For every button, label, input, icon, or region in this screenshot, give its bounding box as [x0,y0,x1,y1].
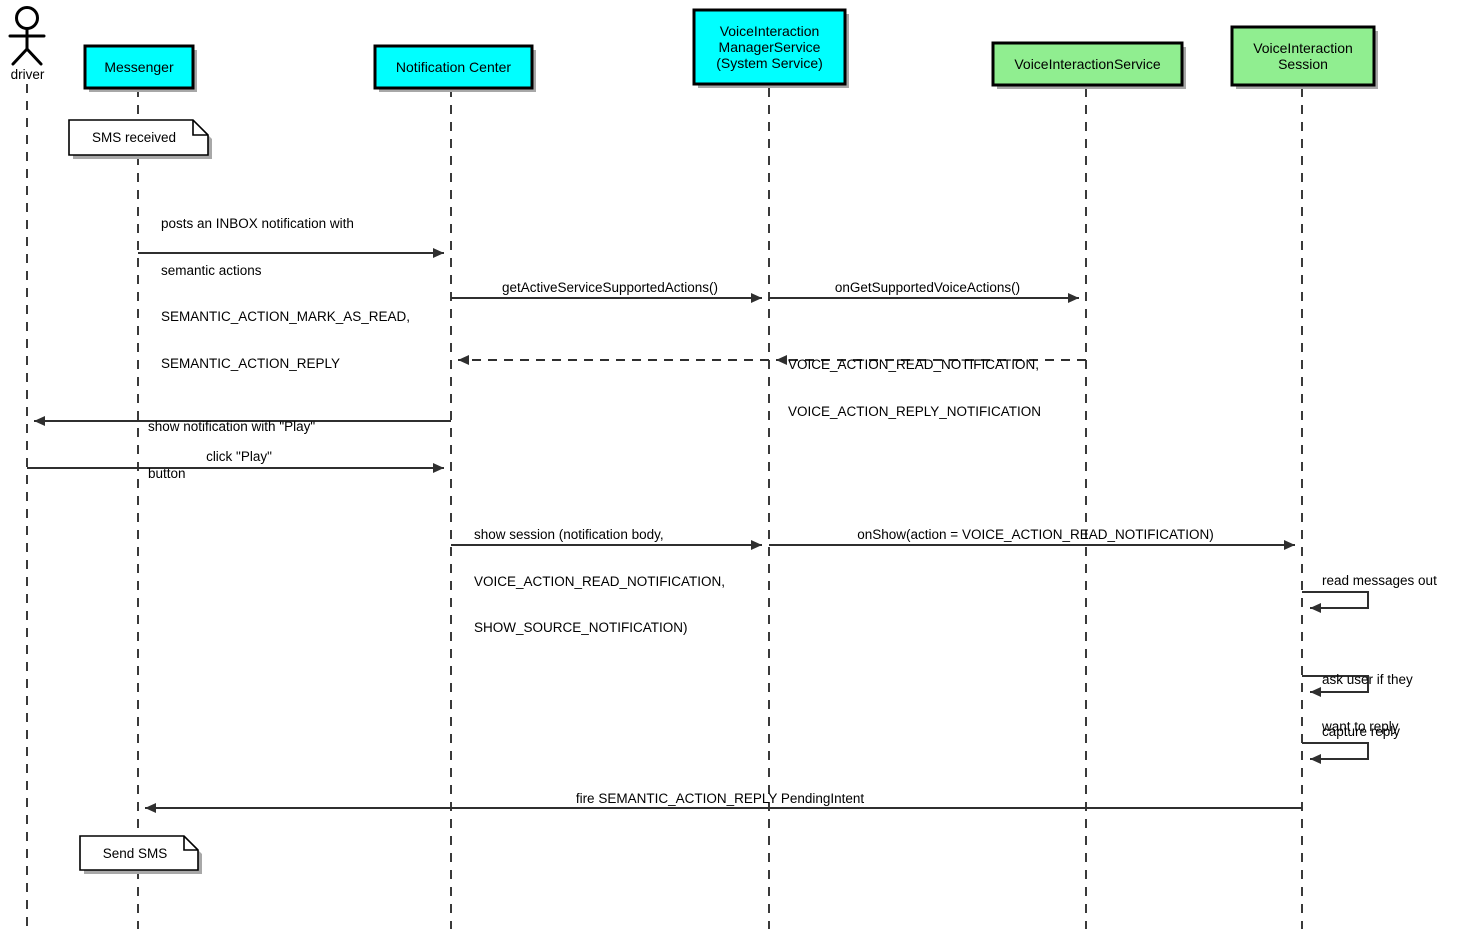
vims-label-line-1: VoiceInteraction [719,23,820,39]
msg1-line-1: posts an INBOX notification with [161,216,354,231]
msg5-line-1: show notification with "Play" [148,419,316,434]
msg1-line-4: SEMANTIC_ACTION_REPLY [161,355,341,371]
session-label-line-2: Session [1278,56,1328,72]
message-label-click-play: click "Play" [206,449,272,464]
note-send-sms [79,835,199,871]
message-label-posts-inbox-notification: posts an INBOX notification with semanti… [161,185,410,402]
message-label-show-session: show session (notification body, VOICE_A… [474,496,725,667]
participant-label-voice-interaction-service[interactable]: VoiceInteractionService [1014,56,1161,72]
message-label-read-messages-out: read messages out [1322,573,1437,588]
participant-box-messenger [83,44,195,90]
note-label-send-sms: Send SMS [102,845,168,861]
msg10-line-2: want to reply [1322,718,1399,734]
participant-label-notification-center[interactable]: Notification Center [395,59,512,75]
message-label-ask-user-if-they-want-to-reply: ask user if they want to reply [1322,641,1413,765]
vims-label-line-3: (System Service) [716,55,823,71]
lifelines [26,84,1303,929]
session-label-line-1: VoiceInteraction [1253,40,1353,56]
participant-box-voice-interaction-service [991,41,1184,87]
msg7-line-1: show session (notification body, [474,527,664,542]
selfloop-capture-reply [1302,742,1369,764]
note-send-sms-fold [183,836,198,851]
actor-label-driver: driver [10,67,45,82]
participant-label-voice-interaction-session[interactable]: VoiceInteraction Session [1232,27,1374,85]
message-label-fire-semantic-action-reply-pending-intent: fire SEMANTIC_ACTION_REPLY PendingIntent [575,791,865,806]
selfloop-ask-user-if-they-want-to-reply [1302,675,1369,697]
msg7-line-3: SHOW_SOURCE_NOTIFICATION) [474,620,688,635]
message-label-capture-reply: capture reply [1322,724,1401,739]
msg7-line-2: VOICE_ACTION_READ_NOTIFICATION, [474,573,726,589]
msg4-line-2: VOICE_ACTION_REPLY_NOTIFICATION [788,403,1042,419]
message-label-on-show: onShow(action = VOICE_ACTION_READ_NOTIFI… [857,527,1214,542]
message-label-show-notification-with-play-button: show notification with "Play" button [148,388,315,512]
participant-label-messenger[interactable]: Messenger [104,59,174,75]
message-label-on-get-supported-voice-actions: onGetSupportedVoiceActions() [834,280,1021,295]
actor-driver-figure [8,6,46,66]
note-sms-received [68,119,209,156]
participant-box-voice-interaction-manager-service [692,8,847,86]
msg4-line-1: VOICE_ACTION_READ_NOTIFICATION, [788,357,1040,372]
selfloop-read-messages-out [1302,591,1369,613]
participant-box-voice-interaction-session [1230,25,1376,87]
participant-box-notification-center [373,44,534,90]
participant-label-voice-interaction-manager-service[interactable]: VoiceInteraction ManagerService (System … [694,10,845,84]
msg10-line-1: ask user if they [1322,672,1413,687]
message-label-voice-action-return: VOICE_ACTION_READ_NOTIFICATION, VOICE_AC… [788,326,1041,450]
note-sms-received-fold [192,120,208,136]
msg1-line-2: semantic actions [161,262,262,278]
note-label-sms-received: SMS received [91,130,177,145]
msg5-line-2: button [148,465,186,481]
message-label-get-active-service-supported-actions: getActiveServiceSupportedActions() [501,280,719,295]
msg1-line-3: SEMANTIC_ACTION_MARK_AS_READ, [161,309,411,324]
vims-label-line-2: ManagerService [718,39,821,55]
